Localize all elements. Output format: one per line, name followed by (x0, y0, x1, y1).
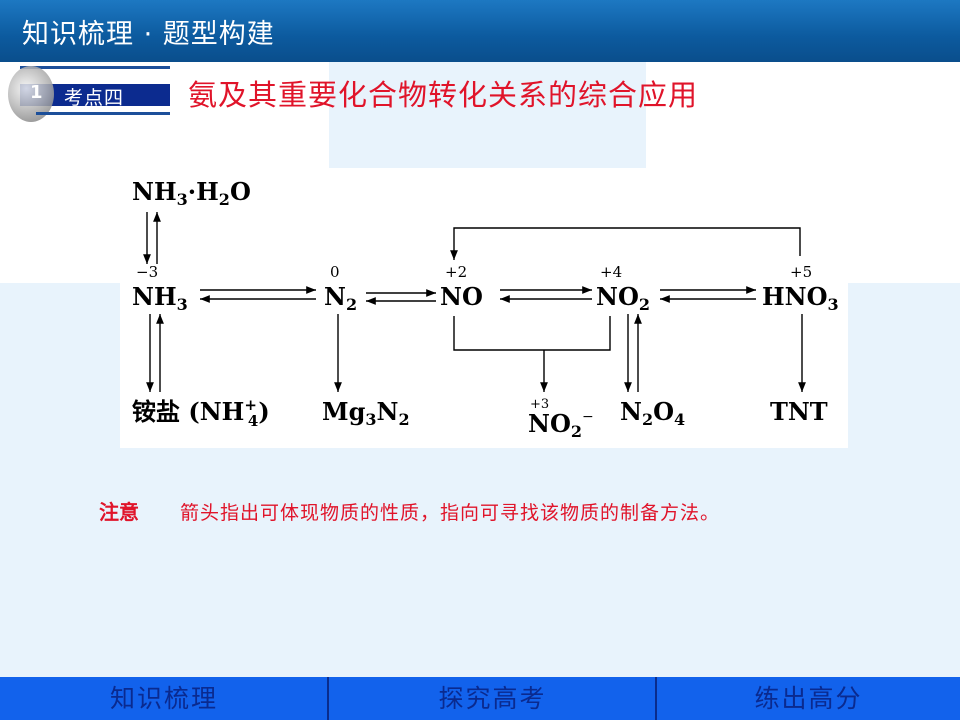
title-background-box (329, 62, 646, 168)
footer-link-practice[interactable]: 练出高分 (754, 684, 863, 713)
arrow-hno3-to-no-loop (450, 227, 801, 260)
node-mg3n2: Mg3N2 (322, 397, 410, 429)
bracket-no-no2 (453, 316, 611, 351)
node-n2o4: N2O4 (620, 397, 685, 429)
badge-top-line (20, 66, 170, 69)
node-nh3-h2o: NH3·H2O (132, 177, 251, 209)
footer-link-knowledge[interactable]: 知识梳理 (109, 684, 218, 713)
ox-state-nitrite: +3 (530, 397, 549, 412)
note-label: 注意 (99, 500, 139, 524)
ox-state-no: +2 (445, 263, 467, 281)
ox-state-no2: +4 (600, 263, 622, 281)
node-hno3: HNO3 (762, 282, 839, 314)
badge-label: 考点四 (64, 87, 125, 109)
note-text: 箭头指出可体现物质的性质，指向可寻找该物质的制备方法。 (180, 502, 721, 524)
nitrogen-conversion-diagram: NH3·H2O −3 NH3 0 N2 +2 NO +4 NO2 +5 HNO3… (120, 170, 848, 448)
ox-state-n2: 0 (330, 263, 340, 281)
node-no: NO (440, 282, 483, 311)
footer-divider (327, 677, 329, 720)
footer-nav: 知识梳理 探究高考 练出高分 (0, 677, 960, 720)
node-nitrite: NO2− (528, 409, 594, 441)
node-ammonium-salt: 铵盐 (NH+4) (132, 396, 270, 430)
badge-bottom-line (36, 112, 170, 115)
header-bar: 知识梳理 · 题型构建 (0, 0, 960, 62)
ox-state-hno3: +5 (790, 263, 812, 281)
node-n2: N2 (324, 282, 357, 314)
node-tnt: TNT (770, 397, 828, 426)
badge-bar (20, 84, 170, 106)
footer-link-explore[interactable]: 探究高考 (438, 684, 547, 713)
badge-number: 1 (30, 82, 43, 103)
ox-state-nh3: −3 (136, 263, 158, 281)
node-no2: NO2 (596, 282, 650, 314)
section-title: 氨及其重要化合物转化关系的综合应用 (188, 78, 699, 112)
section-badge: 1 考点四 (8, 66, 170, 122)
node-nh3: NH3 (132, 282, 188, 314)
diagram-svg: NH3·H2O −3 NH3 0 N2 +2 NO +4 NO2 +5 HNO3… (132, 177, 839, 441)
header-title: 知识梳理 · 题型构建 (22, 19, 275, 50)
footer-divider (655, 677, 657, 720)
